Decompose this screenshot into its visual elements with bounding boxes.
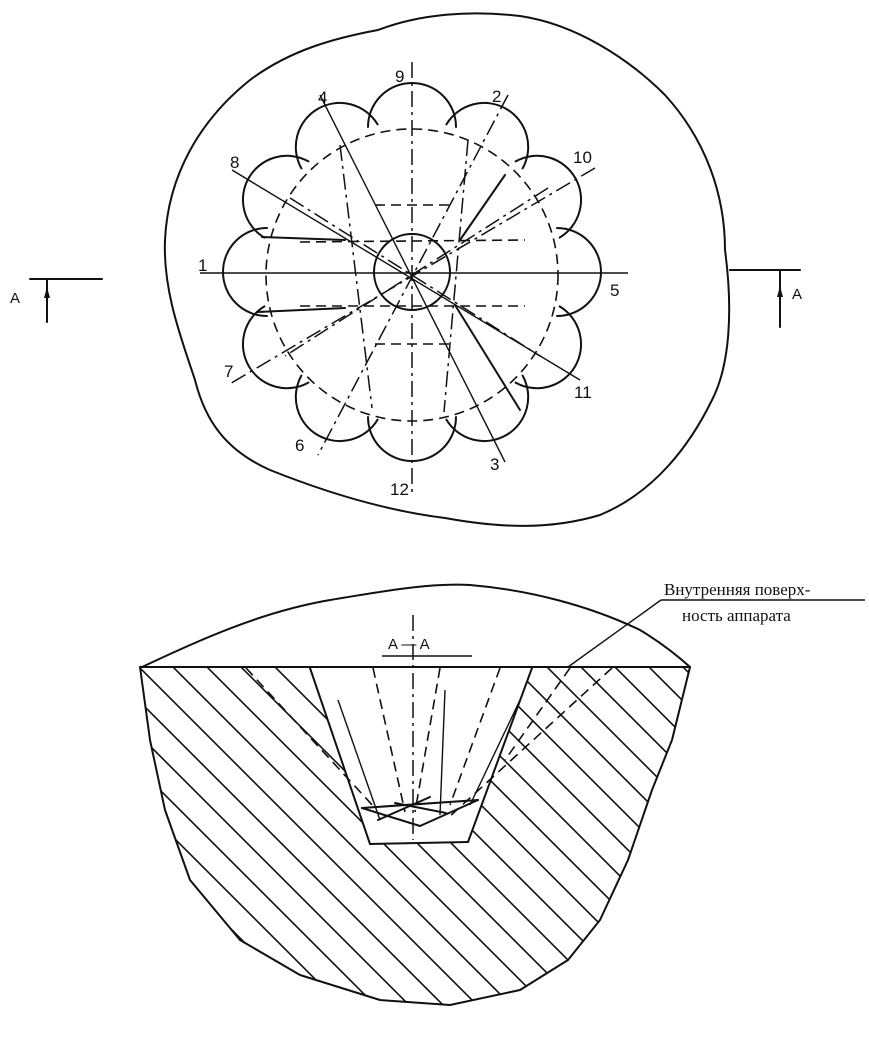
- surface-callout: Внутренняя поверх- ность аппарата: [567, 580, 865, 668]
- callout-text-line1: Внутренняя поверх-: [664, 580, 811, 599]
- petal-lobe: [556, 227, 602, 317]
- section-marker-right-label: A: [792, 286, 802, 303]
- point-label-5: 5: [610, 281, 619, 300]
- point-label-6: 6: [295, 436, 304, 455]
- point-label-8: 8: [230, 153, 239, 172]
- hatch-line: [140, 667, 241, 1005]
- petal-lobe: [294, 101, 379, 170]
- hatch-line: [519, 667, 690, 1005]
- hatch-line: [689, 667, 690, 1005]
- section-upper-boundary: [141, 583, 691, 668]
- point-label-2: 2: [492, 87, 501, 106]
- hatch-line: [140, 667, 513, 1005]
- petal-lobe: [241, 154, 310, 239]
- hatch-line: [0, 640, 36, 1040]
- point-label-3: 3: [490, 455, 499, 474]
- plan-view: 1 2 3 4 5 6 7 8 9 10 11 12: [163, 12, 731, 527]
- hatch-line: [826, 640, 869, 1040]
- point-label-10: 10: [573, 148, 592, 167]
- hatch-line: [860, 640, 869, 1040]
- petal-lobe: [445, 374, 530, 443]
- plan-axis-line: [227, 167, 596, 386]
- point-label-7: 7: [224, 362, 233, 381]
- hatch-line: [792, 640, 869, 1040]
- section-marker-left-label: A: [10, 290, 20, 307]
- hatch-line: [758, 640, 869, 1040]
- section-body-outline: [139, 666, 691, 1006]
- hatch-line: [655, 667, 690, 1005]
- petal-lobe: [241, 305, 310, 390]
- petal-lobe: [294, 374, 379, 443]
- hatch-line: [140, 667, 275, 1005]
- petal-lobe: [445, 101, 530, 170]
- plan-outer-boundary: [163, 12, 731, 527]
- hatch-line: [140, 667, 411, 1005]
- hatch-line: [587, 667, 690, 1005]
- hatch-line: [553, 667, 690, 1005]
- plan-axes: [200, 62, 628, 496]
- hatch-line: [145, 667, 547, 1005]
- hatch-line: [621, 667, 690, 1005]
- petal-lobe: [514, 154, 583, 239]
- section-marker-left: A: [10, 278, 103, 323]
- hatch-line: [140, 667, 377, 1005]
- point-label-9: 9: [395, 67, 404, 86]
- hatch-line: [0, 640, 2, 1040]
- hatch-line: [140, 667, 445, 1005]
- section-title-text: A — A: [388, 636, 430, 653]
- callout-text-line2: ность аппарата: [682, 606, 791, 625]
- point-label-4: 4: [318, 88, 327, 107]
- point-label-11: 11: [574, 383, 592, 402]
- point-labels: 1 2 3 4 5 6 7 8 9 10 11 12: [198, 67, 619, 499]
- petal-lobe: [222, 227, 268, 317]
- hatch-line: [485, 667, 690, 1005]
- section-marker-right: A: [729, 269, 802, 328]
- point-label-1: 1: [198, 256, 207, 275]
- point-label-12: 12: [390, 480, 409, 499]
- hatch-line: [140, 667, 173, 1005]
- hatch-line: [0, 640, 70, 1040]
- hatch-line: [140, 667, 309, 1005]
- hatch-line: [724, 640, 869, 1040]
- plan-chords: [257, 139, 549, 413]
- plan-axis-line: [231, 169, 581, 381]
- petal-group: [222, 82, 602, 462]
- section-cavity: [245, 615, 613, 845]
- hatch-line: [0, 640, 104, 1040]
- section-title: A — A: [382, 636, 472, 657]
- petal-lobe: [514, 305, 583, 390]
- section-view: Внутренняя поверх- ность аппарата: [0, 580, 869, 1040]
- hatch-line: [0, 640, 138, 1040]
